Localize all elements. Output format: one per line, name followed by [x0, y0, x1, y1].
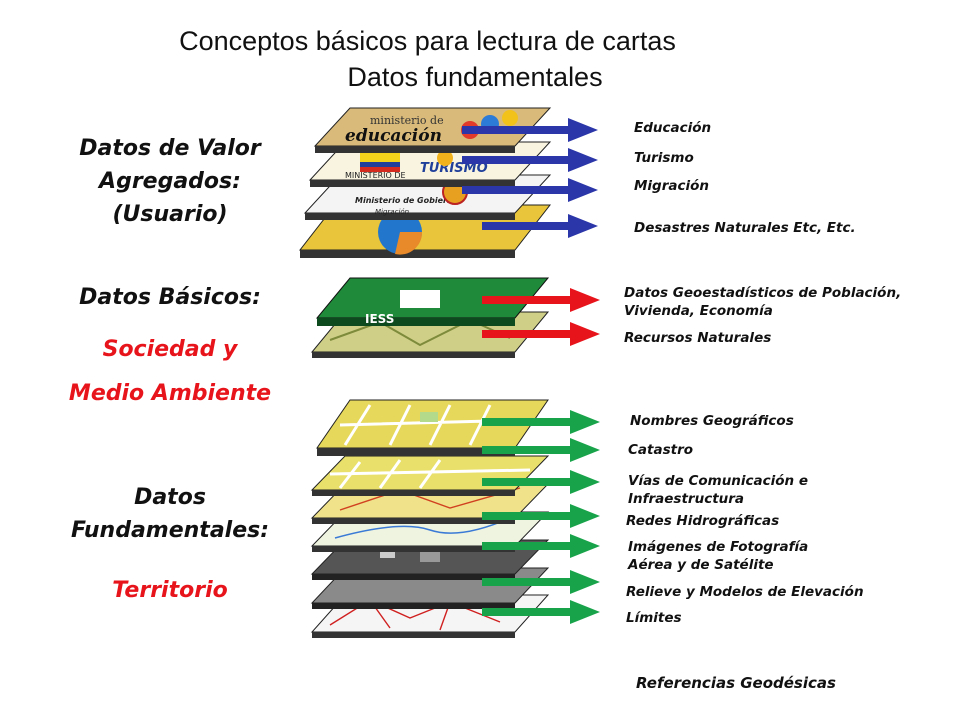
- label-vias-2: Infraestructura: [628, 491, 745, 507]
- label-catastro: Catastro: [628, 442, 694, 458]
- arrow-educacion: [462, 118, 598, 142]
- label-vias-1: Vías de Comunicación e: [628, 473, 809, 489]
- label-desastres: Desastres Naturales Etc, Etc.: [634, 220, 856, 236]
- arrow-migracion: [462, 178, 598, 202]
- label-educacion: Educación: [634, 120, 712, 136]
- layer-ministerio-turismo-text: MINISTERIO DE: [345, 171, 406, 180]
- label-imagenes-1: Imágenes de Fotografía: [628, 539, 809, 555]
- arrow-limites: [482, 600, 600, 624]
- page-subtitle: Datos fundamentales: [347, 62, 603, 92]
- group-fundamentales-sub: Territorio: [112, 578, 228, 603]
- layer-educacion-text: educación: [345, 126, 442, 146]
- label-relieve: Relieve y Modelos de Elevación: [626, 584, 864, 600]
- layer-iess-text: IESS: [365, 312, 394, 326]
- arrow-turismo: [462, 148, 598, 172]
- label-geoestadisticos-1: Datos Geoestadísticos de Población,: [624, 285, 902, 301]
- label-imagenes-2: Aérea y de Satélite: [628, 557, 774, 573]
- layer-migracion-text: Migración: [375, 208, 409, 216]
- group-basicos-sub2: Medio Ambiente: [68, 381, 272, 406]
- group-basicos-sub1: Sociedad y: [102, 337, 238, 362]
- group-valor: Datos de Valor Agregados: (Usuario): [40, 132, 300, 231]
- label-turismo: Turismo: [634, 150, 694, 166]
- layer-iess: IESS: [315, 277, 550, 326]
- page-title: Conceptos básicos para lectura de cartas: [179, 26, 676, 56]
- arrow-relieve: [482, 570, 600, 594]
- label-migracion: Migración: [634, 178, 710, 194]
- layer-turismo-text: TURISMO: [420, 161, 488, 176]
- footer-referencias: Referencias Geodésicas: [636, 674, 836, 692]
- group-valor-line2: Agregados:: [99, 169, 241, 194]
- arrow-recursos: [482, 322, 600, 346]
- group-basicos-title: Datos Básicos:: [79, 285, 261, 310]
- layer-nombres: [316, 399, 549, 456]
- label-recursos: Recursos Naturales: [624, 330, 772, 346]
- group-fundamentales-line1: Datos: [134, 485, 206, 510]
- label-limites: Límites: [626, 610, 682, 626]
- group-valor-line1: Datos de Valor: [79, 136, 261, 161]
- layer-ministerio-text: ministerio de: [370, 114, 444, 127]
- arrow-imagenes: [482, 534, 600, 558]
- arrow-catastro: [482, 438, 600, 462]
- arrow-geoestadisticos: [482, 288, 600, 312]
- group-valor-line3: (Usuario): [112, 202, 228, 227]
- arrow-vias: [482, 470, 600, 494]
- arrow-desastres: [482, 214, 598, 238]
- layer-educacion: ministerio de educación: [313, 107, 552, 153]
- arrow-redes: [482, 504, 600, 528]
- group-fundamentales-line2: Fundamentales:: [70, 518, 270, 543]
- arrow-nombres: [482, 410, 600, 434]
- label-geoestadisticos-2: Vivienda, Economía: [624, 303, 773, 319]
- label-redes: Redes Hidrográficas: [626, 513, 780, 529]
- layer-gobierno-text: Ministerio de Gobierno: [355, 196, 459, 205]
- layer-catastro: [310, 455, 550, 496]
- group-fundamentales-title: Datos Fundamentales:: [40, 481, 300, 547]
- label-nombres: Nombres Geográficos: [630, 413, 794, 429]
